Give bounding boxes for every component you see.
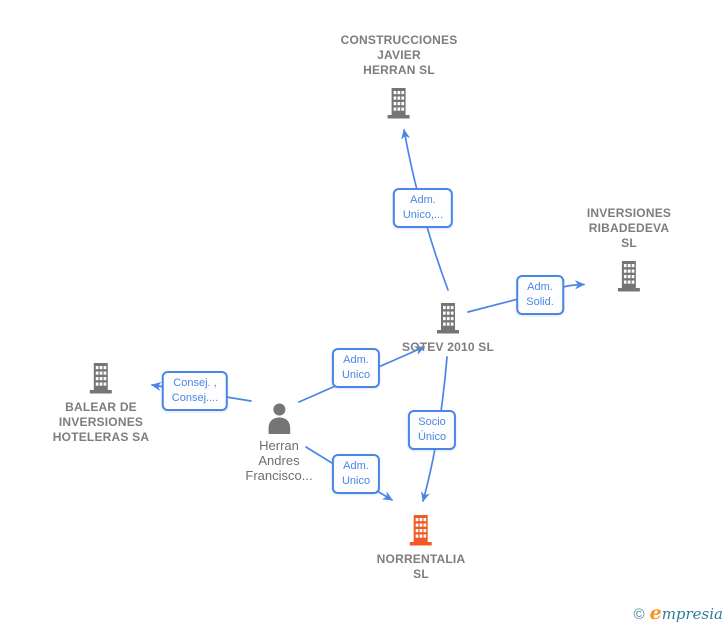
edge-label-adm-solid[interactable]: Adm. Solid. bbox=[516, 275, 564, 315]
edge-label-line: Adm. bbox=[343, 460, 369, 472]
label-line: BALEAR DE bbox=[65, 400, 137, 414]
edge-label-adm-unico-construcciones[interactable]: Adm. Unico,... bbox=[392, 188, 454, 228]
building-icon bbox=[86, 362, 116, 394]
brand-initial: e bbox=[649, 602, 662, 624]
label-line: CONSTRUCCIONES bbox=[340, 33, 458, 47]
building-icon bbox=[433, 302, 463, 334]
copyright-icon: © bbox=[633, 606, 645, 623]
label-line: JAVIER bbox=[377, 48, 421, 62]
label-line: Francisco... bbox=[245, 468, 313, 483]
label-line: HERRAN SL bbox=[363, 63, 435, 77]
edge-label-line: Socio bbox=[418, 416, 446, 428]
label-line: SL bbox=[413, 567, 429, 581]
label-line: INVERSIONES bbox=[586, 206, 672, 220]
label-line: INVERSIONES bbox=[58, 415, 144, 429]
label-line: NORRENTALIA bbox=[376, 552, 466, 566]
node-label: SOTEV 2010 SL bbox=[402, 340, 494, 355]
node-balear-de-inversiones-hoteleras-sa[interactable]: BALEAR DE INVERSIONES HOTELERAS SA bbox=[53, 362, 149, 445]
node-sotev-2010-sl[interactable]: SOTEV 2010 SL bbox=[402, 302, 494, 355]
node-inversiones-ribadedeva-sl[interactable]: INVERSIONES RIBADEDEVA SL bbox=[587, 206, 671, 292]
edge-label-adm-unico-norrentalia[interactable]: Adm. Unico bbox=[331, 454, 381, 494]
edge-label-line: Unico bbox=[341, 369, 371, 381]
label-line: Herran bbox=[259, 438, 299, 453]
edge-label-line: Adm. bbox=[343, 354, 369, 366]
edge-label-line: Consej. , bbox=[173, 377, 217, 389]
edge-label-socio-unico[interactable]: Socio Único bbox=[407, 410, 457, 450]
empresia-watermark: © e mpresia bbox=[633, 602, 723, 624]
node-label: INVERSIONES RIBADEDEVA SL bbox=[587, 206, 671, 251]
node-herran-andres-francisco[interactable]: Herran Andres Francisco... bbox=[245, 402, 313, 483]
node-label: CONSTRUCCIONES JAVIER HERRAN SL bbox=[341, 33, 458, 78]
node-label: NORRENTALIA SL bbox=[377, 552, 466, 582]
label-line: Andres bbox=[258, 453, 300, 468]
building-icon bbox=[406, 514, 436, 546]
node-label: BALEAR DE INVERSIONES HOTELERAS SA bbox=[53, 400, 149, 445]
node-norrentalia-sl[interactable]: NORRENTALIA SL bbox=[377, 514, 466, 582]
building-icon bbox=[384, 87, 414, 119]
edge-label-line: Unico bbox=[341, 475, 371, 487]
edge-label-line: Unico,... bbox=[402, 209, 444, 221]
node-construcciones-javier-herran-sl[interactable]: CONSTRUCCIONES JAVIER HERRAN SL bbox=[341, 33, 458, 119]
edge-label-line: Adm. bbox=[527, 281, 553, 293]
label-line: SOTEV 2010 SL bbox=[402, 340, 494, 354]
label-line: HOTELERAS SA bbox=[52, 430, 150, 444]
edge-label-line: Consej.... bbox=[171, 392, 219, 404]
brand-name: mpresia bbox=[661, 605, 723, 623]
label-line: RIBADEDEVA bbox=[588, 221, 670, 235]
building-icon bbox=[614, 260, 644, 292]
edge-label-line: Único bbox=[417, 431, 447, 443]
node-label: Herran Andres Francisco... bbox=[245, 438, 312, 483]
edge-label-line: Adm. bbox=[410, 194, 436, 206]
edge-label-consej[interactable]: Consej. , Consej.... bbox=[161, 371, 229, 411]
label-line: SL bbox=[621, 236, 637, 250]
edge-label-adm-unico-sotev[interactable]: Adm. Unico bbox=[331, 348, 381, 388]
edge-label-line: Solid. bbox=[526, 296, 554, 308]
person-icon bbox=[263, 402, 295, 434]
